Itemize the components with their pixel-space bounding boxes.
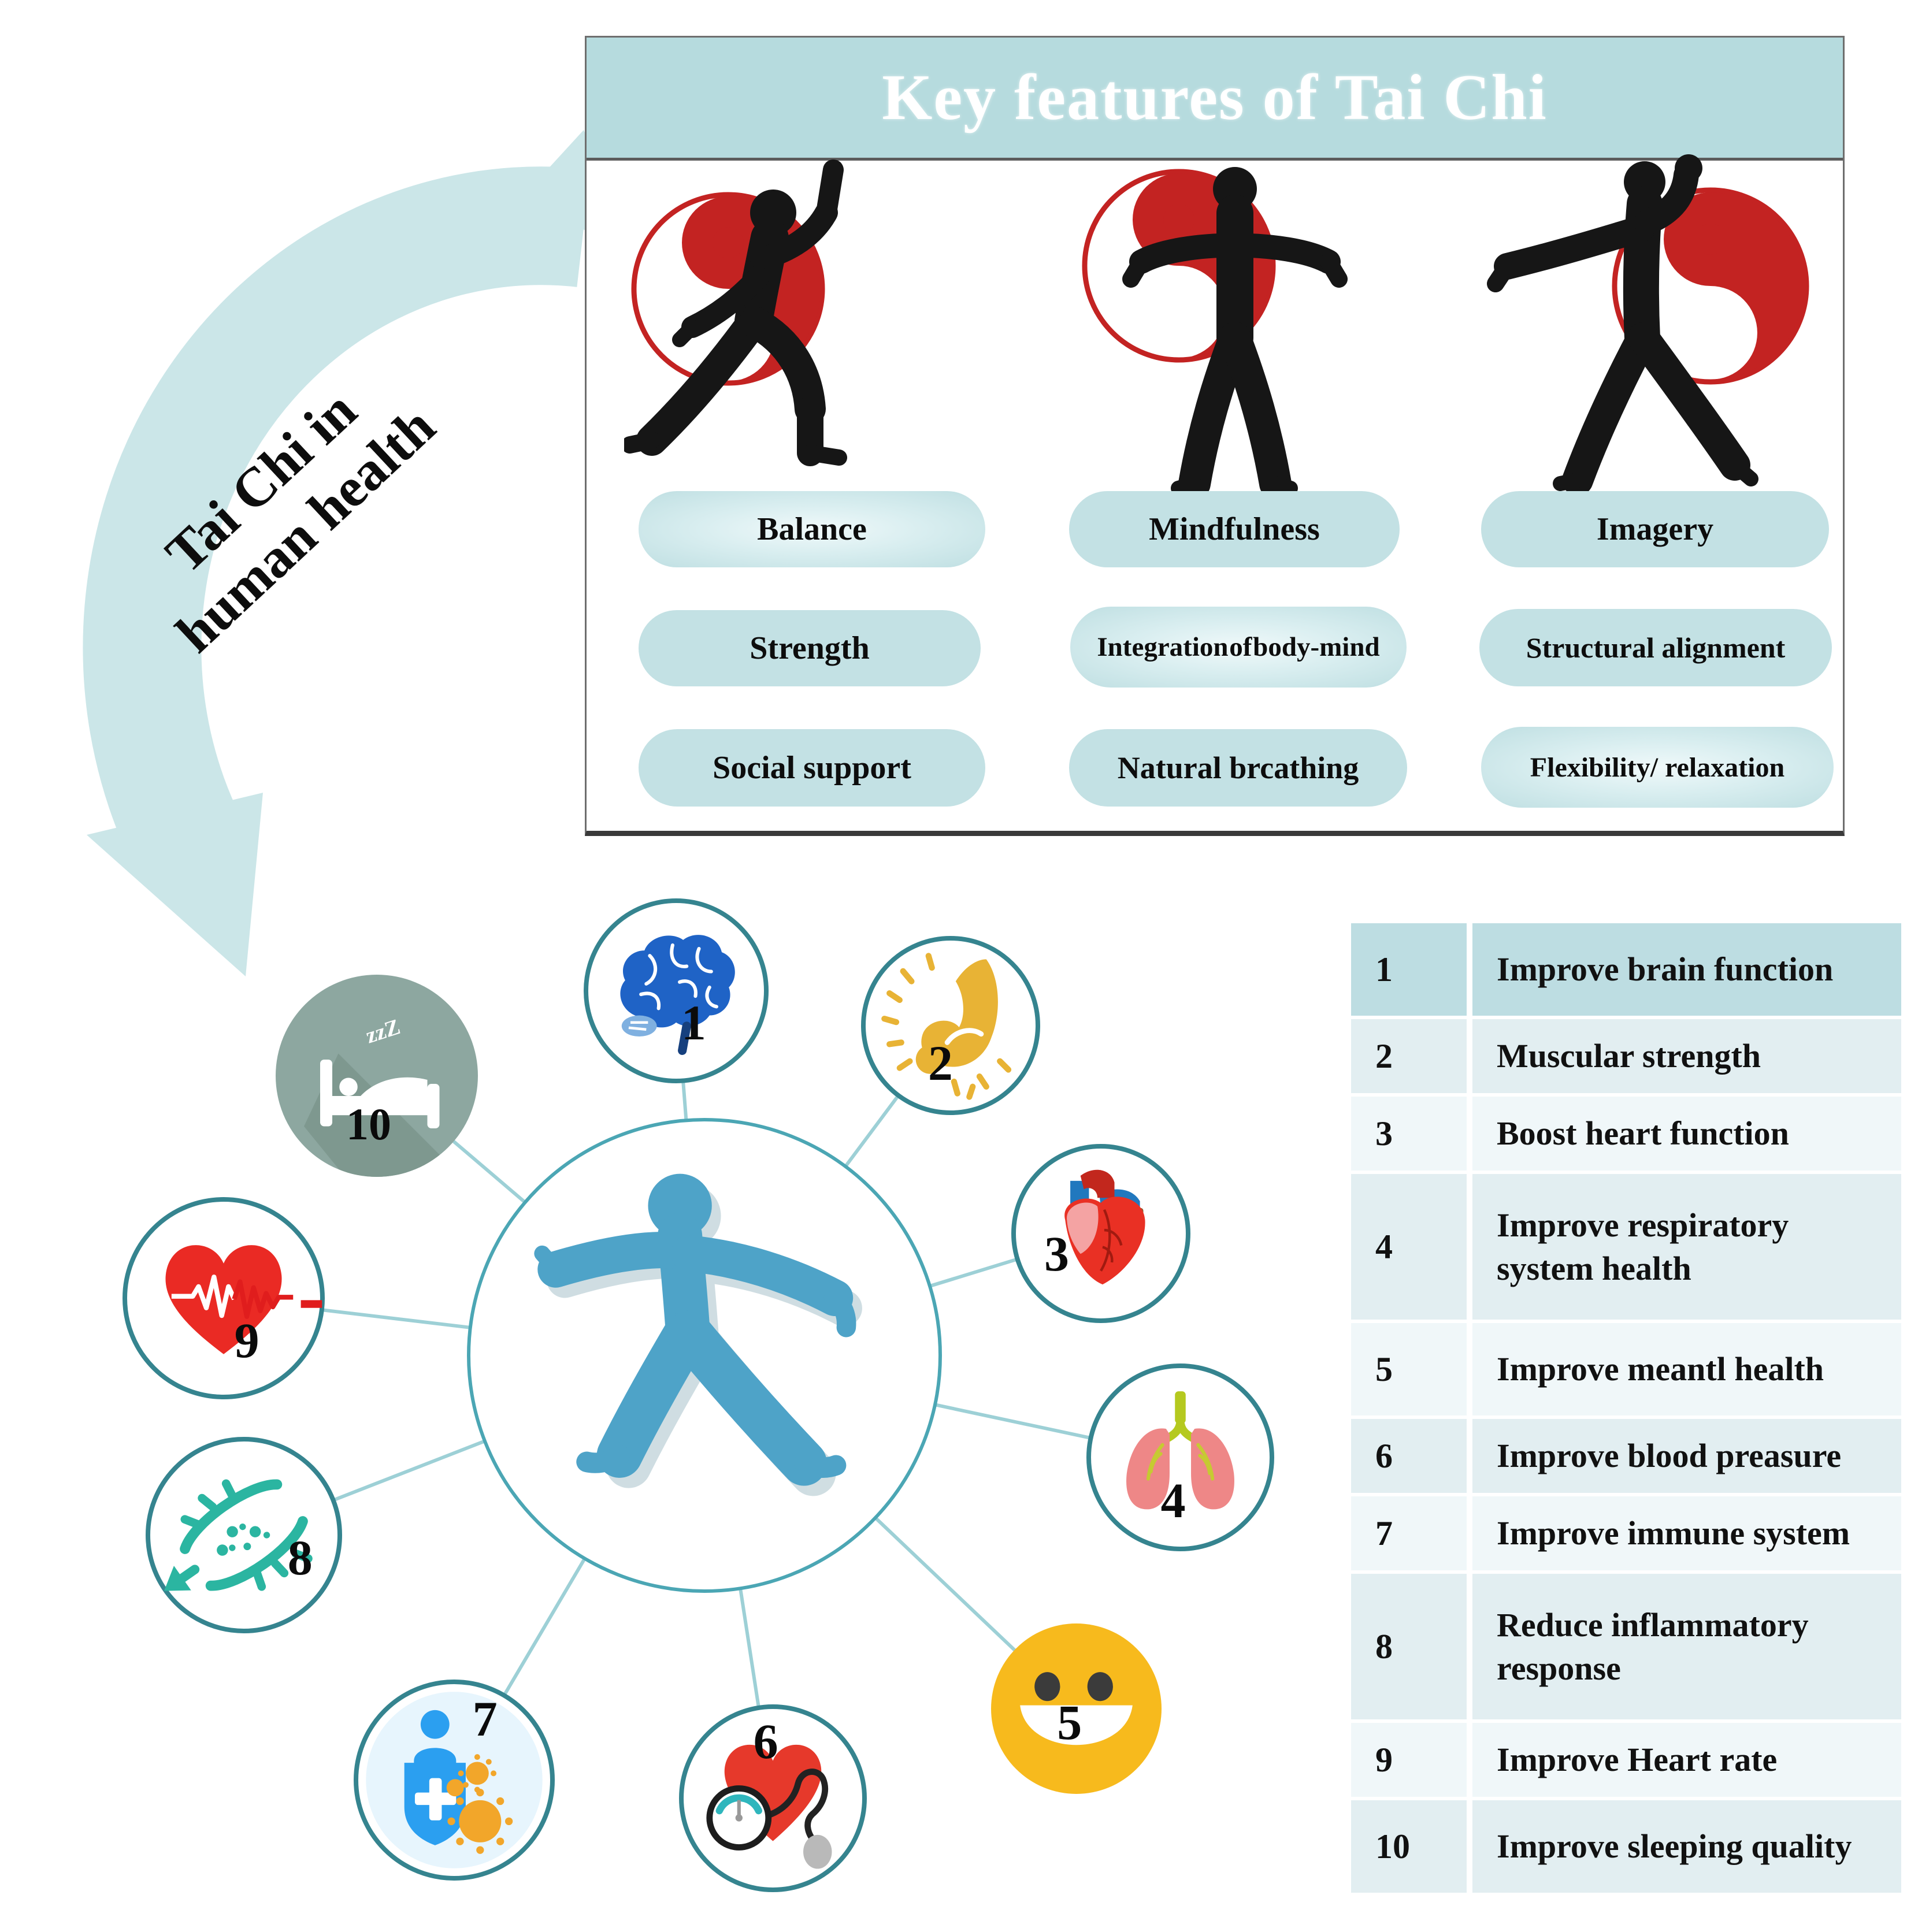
- blood-vessel-icon: [164, 1479, 313, 1591]
- taichi-pose-raised-fist: [1487, 154, 1809, 496]
- table-row-number: 10: [1351, 1800, 1467, 1893]
- key-features-header: Key features of Tai Chi: [587, 38, 1843, 161]
- taichi-pose-open-arms: [1082, 167, 1348, 500]
- hub-number-7: 7: [472, 1690, 498, 1747]
- table-row-label: Improve blood preasure: [1472, 1419, 1901, 1493]
- hub-circle-5: 5: [991, 1623, 1162, 1794]
- blood-pressure-heart-icon: [706, 1744, 832, 1869]
- pill-structural-alignment: Structural alignment: [1479, 609, 1832, 686]
- pill-imagery: Imagery: [1481, 491, 1829, 567]
- hub-circle-4: 4: [1086, 1363, 1274, 1551]
- lungs-icon: [1126, 1391, 1234, 1510]
- key-features-title: Key features of Tai Chi: [882, 61, 1548, 133]
- hub-circle-8: 8: [146, 1437, 342, 1633]
- table-row-label: Reduce inflammatory response: [1472, 1574, 1901, 1719]
- pill-label: Mindfulness: [1149, 511, 1320, 547]
- table-row-label: Boost heart function: [1472, 1097, 1901, 1171]
- table-row-number: 7: [1351, 1496, 1467, 1570]
- taichi-figure: [534, 1173, 862, 1496]
- table-row: 9 Improve Heart rate: [1351, 1723, 1901, 1797]
- table-row: 3 Boost heart function: [1351, 1097, 1901, 1171]
- table-row: 5 Improve meantl health: [1351, 1323, 1901, 1415]
- hub-circle-2: 2: [861, 936, 1040, 1115]
- table-row: 6 Improve blood preasure: [1351, 1419, 1901, 1493]
- yinyang-icon: [1612, 187, 1809, 385]
- hub-circle-10: zzZ 10: [276, 975, 478, 1177]
- hub-number-4: 4: [1160, 1472, 1186, 1528]
- pill-label: Strength: [750, 630, 870, 666]
- pill-label: Flexibility/ relaxation: [1530, 752, 1785, 783]
- hub-number-3: 3: [1044, 1226, 1070, 1282]
- pill-balance: Balance: [639, 491, 985, 567]
- hub-circle-9: 9: [123, 1197, 325, 1399]
- hub-number-6: 6: [753, 1713, 778, 1769]
- pill-social-support: Social support: [639, 729, 985, 807]
- heart-rate-icon: [165, 1245, 322, 1354]
- pill-natural-breathing: Natural brcathing: [1069, 729, 1407, 807]
- table-row-label: Improve respiratory system health: [1472, 1174, 1901, 1320]
- hub-number-9: 9: [234, 1313, 259, 1369]
- table-row-number: 2: [1351, 1019, 1467, 1093]
- table-row-number: 9: [1351, 1723, 1467, 1797]
- table-row-label: Improve Heart rate: [1472, 1723, 1901, 1797]
- table-row: 10 Improve sleeping quality: [1351, 1800, 1901, 1893]
- pill-mindfulness: Mindfulness: [1069, 491, 1400, 567]
- table-row-number: 6: [1351, 1419, 1467, 1493]
- benefits-table: 1 Improve brain function 2 Muscular stre…: [1351, 923, 1901, 1893]
- taichi-pose-lunge: [624, 159, 847, 466]
- hub-number-1: 1: [681, 994, 706, 1050]
- hub-number-5: 5: [1057, 1695, 1082, 1751]
- hub-circle-3: 3: [1011, 1144, 1190, 1323]
- hub-number-8: 8: [287, 1529, 313, 1585]
- table-row-number: 8: [1351, 1574, 1467, 1719]
- hub-circle-6: 6: [679, 1704, 867, 1892]
- pill-label: Imagery: [1596, 511, 1714, 547]
- table-row: 7 Improve immune system: [1351, 1496, 1901, 1570]
- anatomical-heart-icon: [1064, 1169, 1145, 1285]
- pill-integration: Integration of body-mind: [1070, 607, 1407, 688]
- brain-icon: [620, 935, 735, 1055]
- table-row: 2 Muscular strength: [1351, 1019, 1901, 1093]
- table-row-label: Muscular strength: [1472, 1019, 1901, 1093]
- hub-circle-7: 7: [354, 1680, 555, 1881]
- hub-circle-1: 1: [584, 898, 769, 1083]
- immune-shield-icon: [366, 1692, 543, 1868]
- pill-flexibility-relaxation: Flexibility/ relaxation: [1481, 727, 1834, 808]
- table-row-number: 5: [1351, 1323, 1467, 1415]
- table-row-number: 1: [1351, 923, 1467, 1016]
- pill-strength: Strength: [639, 610, 981, 686]
- table-row-label: Improve immune system: [1472, 1496, 1901, 1570]
- muscle-icon: [881, 953, 1012, 1100]
- table-row-number: 4: [1351, 1174, 1467, 1320]
- central-hub-circle: [467, 1118, 942, 1593]
- table-row-label: Improve brain function: [1472, 923, 1901, 1016]
- pill-label: Natural brcathing: [1117, 750, 1359, 785]
- table-row-label: Improve meantl health: [1472, 1323, 1901, 1415]
- pill-label: Integration of body-mind: [1097, 632, 1380, 662]
- table-row: 1 Improve brain function: [1351, 923, 1901, 1016]
- hub-number-10: 10: [346, 1099, 391, 1149]
- table-row: 8 Reduce inflammatory response: [1351, 1574, 1901, 1719]
- table-row-label: Improve sleeping quality: [1472, 1800, 1901, 1893]
- sleep-bed-icon: zzZ: [276, 975, 478, 1177]
- hub-number-2: 2: [927, 1035, 953, 1091]
- smiley-icon: [991, 1623, 1162, 1794]
- pill-label: Balance: [757, 511, 867, 547]
- table-row: 4 Improve respiratory system health: [1351, 1174, 1901, 1320]
- pill-label: Social support: [713, 750, 911, 786]
- table-row-number: 3: [1351, 1097, 1467, 1171]
- pill-label: Structural alignment: [1526, 631, 1786, 664]
